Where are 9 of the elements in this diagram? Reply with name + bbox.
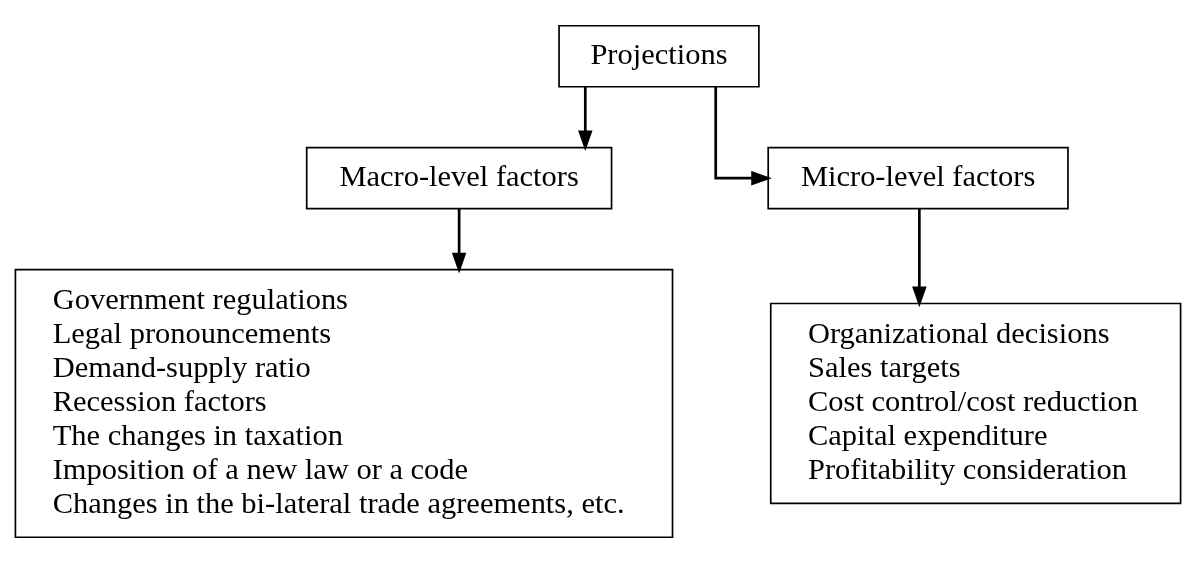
arrow — [714, 87, 772, 186]
node-box: Macro-level factors — [305, 146, 613, 210]
node-box: Micro-level factors — [767, 146, 1069, 210]
node-box: Projections — [558, 24, 760, 88]
node-box: Organizational decisions Sales targets Cost control/cost reduction Capital expenditure Profitability consideration — [769, 302, 1182, 505]
arrow — [578, 87, 593, 152]
arrow — [912, 209, 927, 308]
node-box: Government regulations Legal pronouncements Demand-supply ratio Recession factors The changes in taxation Imposition of a new law or a code Changes in the bi-lateral trade agreements, etc. — [14, 268, 674, 539]
arrow — [451, 209, 467, 274]
